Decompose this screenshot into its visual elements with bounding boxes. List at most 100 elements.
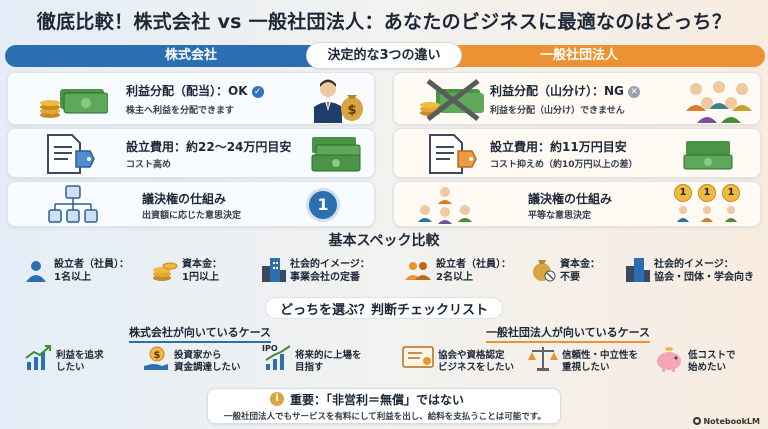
right-case-1: 協会や資格認定 ビジネスをしたい — [438, 350, 514, 374]
spec-value-line: 協会・団体・学会向き — [654, 272, 754, 283]
right-profit-sub: 利益を分配（山分け）できません — [490, 106, 625, 116]
right-profit-title: 利益分配（山分け）：NG ✕ — [490, 82, 641, 99]
left-case-1: 利益を追求 したい — [56, 350, 104, 374]
footer-text: NotebookLM — [703, 417, 760, 426]
spec-label-line: 社会的イメージ： — [654, 259, 734, 270]
spec-label-line: 資本金： — [182, 259, 222, 270]
investor-hand-icon: $ — [142, 344, 170, 372]
case-line: 目指す — [295, 362, 324, 373]
spec-section-title: 基本スペック比較 — [328, 233, 440, 249]
case-line: 低コストで — [688, 350, 736, 361]
money-pile-icon — [680, 137, 738, 173]
checklist-pill — [265, 297, 503, 319]
left-vote-title: 議決権の仕組み — [142, 192, 227, 206]
left-case-title: 株式会社が向いているケース — [40, 324, 360, 343]
left-vote-sub: 出資額に応じた意思決定 — [142, 211, 242, 221]
case-line: したい — [56, 362, 85, 373]
left-profit-title-text: 利益分配（配当）：OK — [126, 84, 248, 98]
vote-badge: 1 — [698, 184, 716, 202]
vote-badge: 1 — [674, 184, 692, 202]
case-line: 始めたい — [688, 362, 727, 373]
spec-left-image: 社会的イメージ： 事業会社の定番 — [290, 258, 370, 284]
right-cost-title: 設立費用：約11万円目安 — [490, 140, 627, 154]
right-case-title-text: 一般社団法人が向いているケース — [485, 324, 651, 343]
spec-value-line: 1円以上 — [182, 272, 219, 283]
equal-vote-badges: 1 1 1 — [674, 184, 740, 226]
buildings-icon — [260, 256, 286, 282]
scale-icon — [528, 344, 558, 372]
three-differences-label: 決定的な3つの違い — [306, 42, 462, 69]
org-chart-icon — [48, 184, 98, 226]
spec-right-capital: 資本金： 不要 — [560, 258, 600, 284]
important-title: 重要：「非営利＝無償」ではない — [290, 393, 465, 407]
spec-label-line: 設立者（社員）： — [436, 259, 511, 270]
left-profit-sub: 株主へ利益を分配できます — [126, 106, 235, 116]
kabushiki-header: 株式会社 — [5, 45, 377, 67]
spec-value-line: 不要 — [560, 272, 580, 283]
spec-right-image: 社会的イメージ： 協会・団体・学会向き — [654, 258, 754, 284]
people-group-icon — [682, 77, 756, 123]
vote-badge: 1 — [722, 184, 740, 202]
spec-value-line: 2名以上 — [436, 272, 473, 283]
case-line: 重視したい — [562, 362, 610, 373]
spec-left-founders: 設立者（社員）： 1名以上 — [54, 258, 129, 284]
left-case-2: 投資家から 資金調達したい — [174, 350, 241, 374]
piggy-bank-icon — [654, 346, 684, 372]
shadan-header: 一般社団法人 — [393, 45, 765, 67]
two-people-icon — [404, 258, 432, 282]
important-body: 一般社団法人でもサービスを有料にして利益を出し、給料を支払うことは可能です。 — [224, 412, 546, 422]
person-icon — [24, 258, 48, 282]
buildings-icon — [624, 256, 650, 282]
right-vote-title: 議決権の仕組み — [528, 192, 613, 206]
right-vote-card: 議決権の仕組み 平等な意思決定 1 1 1 — [393, 181, 761, 227]
spec-label-line: 資本金： — [560, 259, 600, 270]
right-cost-card: 設立費用：約11万円目安 コスト抑えめ（約10万円以上の差） — [393, 128, 761, 178]
spec-left-capital: 資本金： 1円以上 — [182, 258, 222, 284]
notebooklm-brand: NotebookLM — [693, 417, 760, 426]
ipo-chart-icon: IPO — [262, 342, 292, 372]
important-note-card: i 重要：「非営利＝無償」ではない 一般社団法人でもサービスを有料にして利益を出… — [207, 388, 561, 424]
spec-label-line: 設立者（社員）： — [54, 259, 129, 270]
money-stack-icon — [38, 81, 108, 121]
businessman-money-bag-icon: $ — [310, 77, 366, 123]
case-line: 利益を追求 — [56, 350, 104, 361]
left-case-3: 将来的に上場を 目指す — [295, 350, 362, 374]
right-case-2: 信頼性・中立性を 重視したい — [562, 350, 638, 374]
right-case-title: 一般社団法人が向いているケース — [408, 324, 728, 343]
page-title: 徹底比較！株式会社 vs 一般社団法人：あなたのビジネスに最適なのはどっち？ — [36, 11, 732, 33]
case-line: 協会や資格認定 — [438, 350, 505, 361]
spec-value-line: 事業会社の定番 — [290, 272, 360, 283]
svg-text:$: $ — [154, 350, 161, 361]
spec-label-line: 社会的イメージ： — [290, 259, 370, 270]
spec-value-line: 1名以上 — [54, 272, 91, 283]
right-vote-sub: 平等な意思決定 — [528, 211, 592, 221]
coins-icon — [152, 258, 178, 282]
ng-icon: ✕ — [628, 86, 641, 98]
case-line: 信頼性・中立性を — [562, 350, 639, 361]
svg-text:$: $ — [347, 103, 356, 118]
right-profit-title-text: 利益分配（山分け）：NG — [490, 84, 624, 98]
vote-badge-one: 1 — [306, 188, 340, 222]
checklist-title: どっちを選ぶ？判断チェックリスト — [279, 303, 488, 318]
crossed-money-icon — [418, 79, 488, 121]
case-line: 投資家から — [174, 350, 222, 361]
left-cost-card: 設立費用：約22〜24万円目安 コスト高め — [7, 128, 375, 178]
left-case-title-text: 株式会社が向いているケース — [128, 324, 272, 343]
growth-chart-icon — [24, 344, 52, 372]
spec-right-founders: 設立者（社員）： 2名以上 — [436, 258, 511, 284]
left-profit-title: 利益分配（配当）：OK ✓ — [126, 82, 264, 99]
document-price-tag-icon — [42, 133, 96, 175]
case-line: 将来的に上場を — [295, 350, 362, 361]
money-pile-icon — [308, 133, 366, 175]
info-icon: i — [270, 392, 284, 406]
case-line: 資金調達したい — [174, 362, 241, 373]
check-icon: ✓ — [251, 86, 264, 98]
left-vote-card: 議決権の仕組み 出資額に応じた意思決定 1 — [7, 181, 375, 227]
right-case-3: 低コストで 始めたい — [688, 350, 736, 374]
left-cost-title: 設立費用：約22〜24万円目安 — [126, 140, 292, 154]
left-cost-sub: コスト高め — [126, 160, 172, 170]
document-price-tag-icon — [424, 133, 478, 175]
crossed-money-bag-icon — [530, 256, 556, 282]
right-cost-sub: コスト抑えめ（約10万円以上の差） — [490, 160, 638, 170]
case-line: ビジネスをしたい — [438, 362, 515, 373]
